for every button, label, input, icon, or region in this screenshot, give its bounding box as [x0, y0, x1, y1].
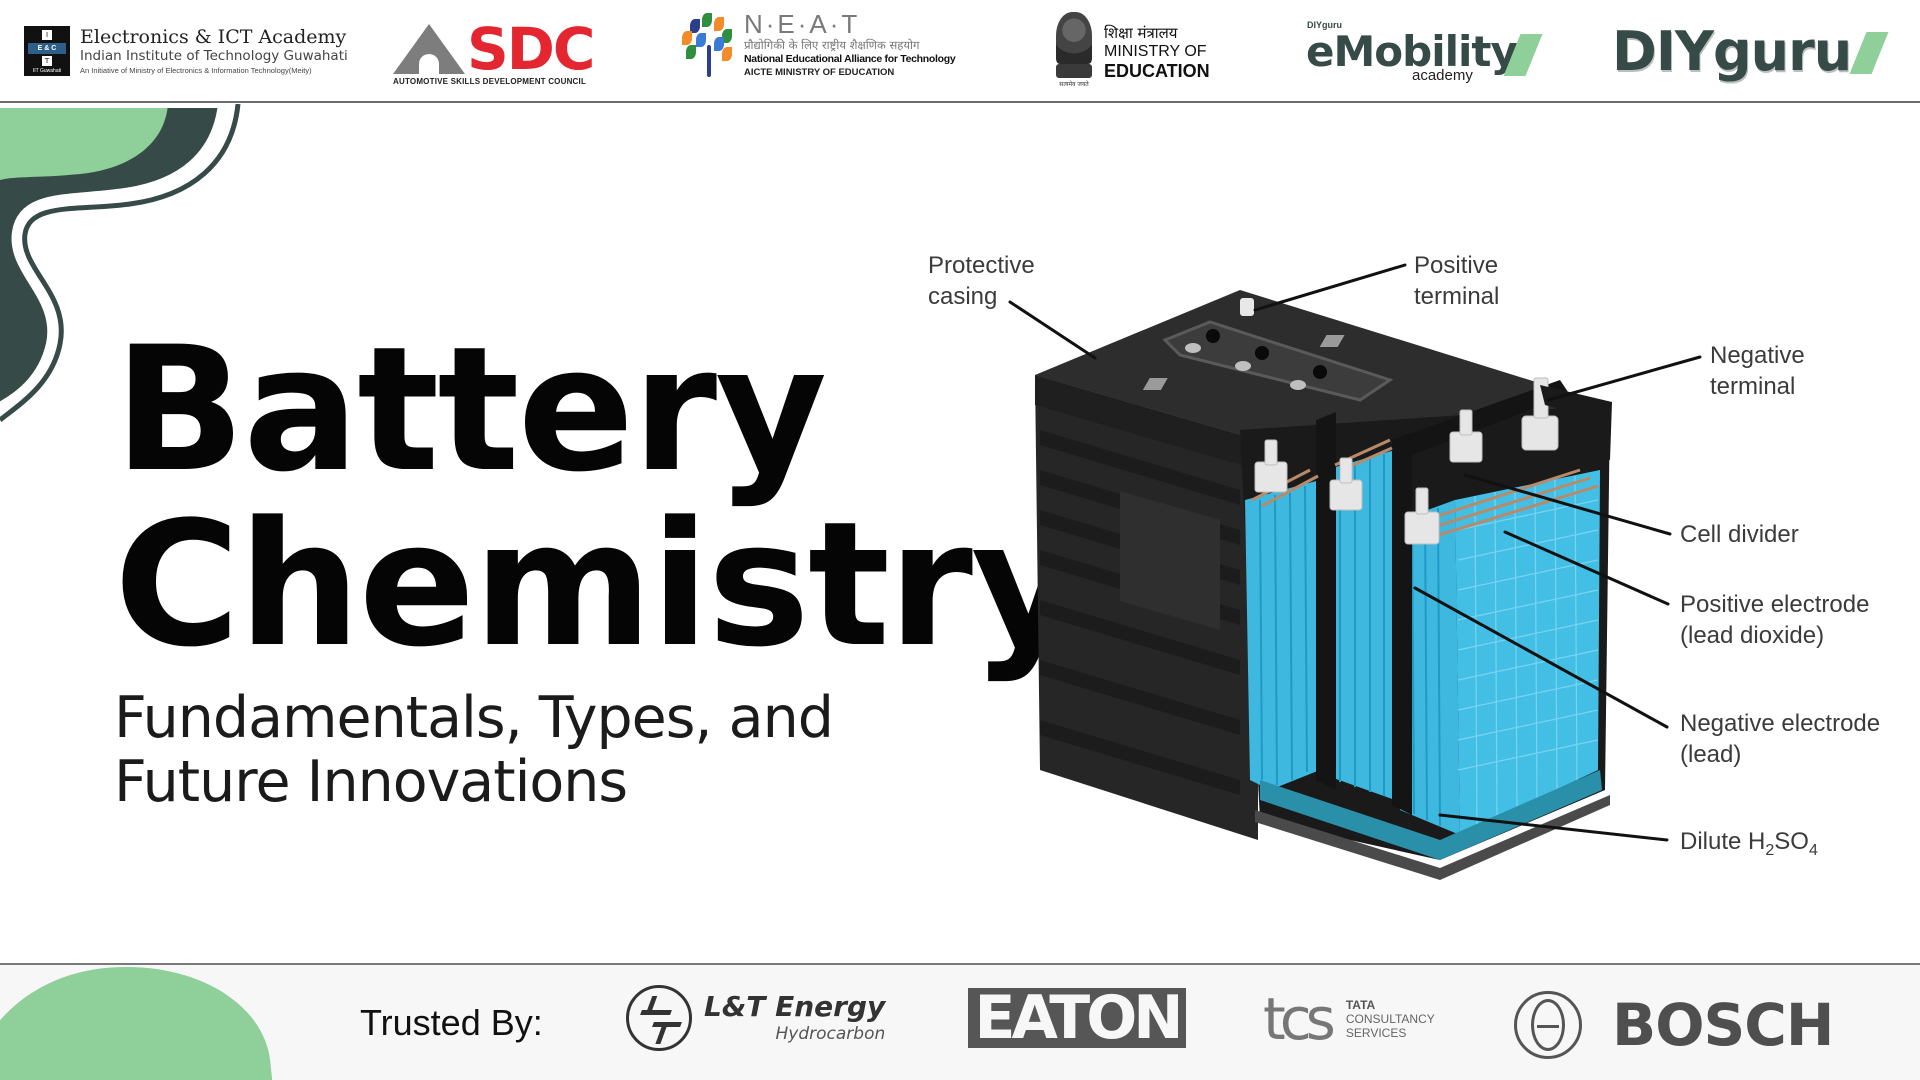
title-line-1: Battery	[114, 309, 827, 510]
label-positive-terminal: Positive terminal	[1414, 252, 1500, 310]
page-title: Battery Chemistry	[114, 309, 1083, 685]
positive-terminal-leader	[1253, 263, 1407, 312]
national-emblem-icon: सत्यमेव जयते	[1052, 12, 1096, 92]
bosch-logo: BOSCH	[1514, 991, 1834, 1059]
decorative-wave-blob	[0, 104, 241, 422]
green-slash-icon	[1849, 32, 1889, 74]
label-negative-terminal: Negative terminal	[1710, 342, 1805, 400]
emobility-academy-logo: DIYguru eMobility academy	[1306, 20, 1556, 86]
neat-tree-icon	[680, 11, 738, 79]
ict-title: Electronics & ICT Academy	[80, 26, 347, 48]
ict-emblem-icon: I E & C T IIT Guwahati	[24, 26, 70, 76]
lt-energy-logo: L&T Energy Hydrocarbon	[626, 985, 885, 1051]
eaton-logo: EATON	[968, 988, 1186, 1048]
label-negative-electrode: Negative electrode (lead)	[1680, 710, 1881, 768]
label-cell-divider: Cell divider	[1680, 521, 1799, 548]
page-subtitle: Fundamentals, Types, and Future Innovati…	[114, 685, 834, 815]
tcs-logo: tcs TATA CONSULTANCY SERVICES	[1263, 985, 1435, 1053]
ict-institute: Indian Institute of Technology Guwahati	[80, 48, 348, 64]
label-dilute-sulfuric-acid: Dilute H2SO4	[1680, 828, 1818, 859]
ministry-of-education-logo: सत्यमेव जयते शिक्षा मंत्रालय MINISTRY OF…	[1052, 12, 1210, 92]
asdc-caption: AUTOMOTIVE SKILLS DEVELOPMENT COUNCIL	[393, 77, 587, 86]
positive-electrode-leader	[1503, 530, 1670, 606]
cell-divider-leader	[1463, 473, 1672, 536]
lt-emblem-icon	[626, 985, 692, 1051]
negative-terminal-leader	[1546, 355, 1702, 402]
label-positive-electrode: Positive electrode (lead dioxide)	[1680, 591, 1870, 649]
asdc-logo: SDC AUTOMOTIVE SKILLS DEVELOPMENT COUNCI…	[393, 20, 608, 86]
ict-academy-logo: I E & C T IIT Guwahati Electronics & ICT…	[24, 26, 348, 76]
asdc-a-icon	[393, 24, 465, 74]
electrolyte-leader	[1438, 813, 1669, 842]
ict-initiative: An Initiative of Ministry of Electronics…	[80, 66, 312, 75]
decorative-green-blob	[0, 965, 280, 1080]
partner-logo-header: I E & C T IIT Guwahati Electronics & ICT…	[0, 0, 1920, 103]
diyguru-logo: DIYguru	[1612, 20, 1892, 84]
negative-electrode-leader	[1413, 586, 1669, 729]
trusted-by-label: Trusted By:	[360, 1002, 543, 1043]
title-line-2: Chemistry	[114, 484, 1083, 685]
trusted-by-footer: Trusted By: L&T Energy Hydrocarbon EATON…	[0, 963, 1920, 1080]
neat-logo: N·E·A·T प्रौद्योगिकी के लिए राष्ट्रीय शै…	[680, 10, 956, 79]
bosch-armature-icon	[1514, 991, 1582, 1059]
label-protective-casing: Protective casing	[928, 252, 1035, 310]
